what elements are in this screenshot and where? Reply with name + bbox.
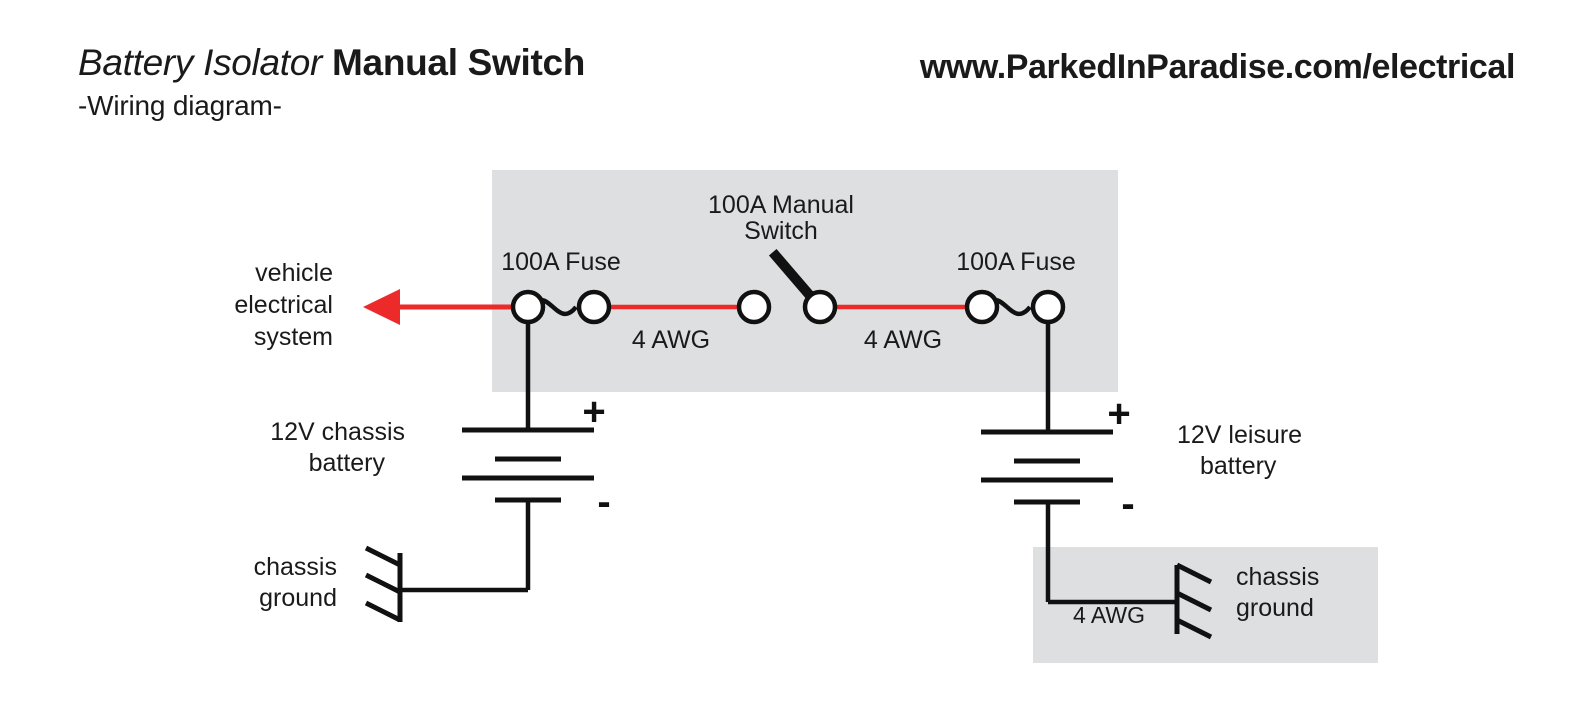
label-gauge-right: 4 AWG [864, 326, 942, 354]
arrow-to-vehicle-load [363, 289, 400, 325]
page-header: Battery Isolator Manual Switch -Wiring d… [0, 0, 1593, 140]
label-battery-left-line2: battery [309, 449, 386, 477]
label-polarity-minus-right: - [1121, 482, 1134, 526]
ground-left-hatch-1 [364, 545, 402, 568]
fuse-left-terminal-in [510, 289, 546, 325]
fuse-right [964, 289, 1066, 325]
fuse-left-terminal-out [576, 289, 612, 325]
label-vehicle-load-line2: electrical [234, 291, 333, 319]
label-switch-line2: Switch [744, 217, 818, 245]
label-battery-right-line1: 12V leisure [1177, 421, 1302, 449]
label-ground-right-line2: ground [1236, 594, 1314, 622]
label-vehicle-load-line1: vehicle [255, 259, 333, 287]
switch-terminal-open [736, 289, 772, 325]
page-title-italic: Battery Isolator [78, 42, 323, 83]
ground-left-hatch-3 [364, 600, 402, 623]
site-url: www.ParkedInParadise.com/electrical [919, 48, 1516, 86]
label-ground-left-line2: ground [259, 584, 337, 612]
ground-right-hatch-2 [1175, 590, 1213, 613]
label-ground-right-line1: chassis [1236, 563, 1319, 591]
label-gauge-ground: 4 AWG [1073, 602, 1145, 628]
page-subtitle: -Wiring diagram- [78, 90, 282, 121]
label-polarity-plus-left: + [582, 390, 605, 434]
manual-switch[interactable] [736, 248, 838, 325]
label-battery-left-line1: 12V chassis [270, 418, 405, 446]
label-gauge-left: 4 AWG [632, 326, 710, 354]
battery-chassis-symbol [462, 427, 594, 503]
fuse-right-terminal-out [1030, 289, 1066, 325]
label-battery-right-line2: battery [1200, 452, 1277, 480]
ground-chassis-left [364, 545, 403, 623]
label-switch-line1: 100A Manual [708, 191, 854, 219]
battery-leisure-symbol [981, 429, 1113, 505]
label-polarity-plus-right: + [1107, 392, 1130, 436]
label-fuse-right: 100A Fuse [956, 248, 1076, 276]
label-polarity-minus-left: - [597, 480, 610, 524]
switch-terminal-pivot [802, 289, 838, 325]
label-vehicle-load-line3: system [254, 323, 333, 351]
ground-right-hatch-3 [1175, 617, 1213, 640]
page-title-bold: Manual Switch [332, 42, 586, 83]
ground-left-hatch-2 [364, 572, 402, 595]
label-fuse-left: 100A Fuse [501, 248, 621, 276]
panel-main-circuit [492, 170, 1118, 392]
ground-chassis-right [1174, 562, 1213, 640]
title-block: Battery Isolator Manual Switch -Wiring d… [78, 40, 585, 124]
page-title: Battery Isolator Manual Switch [78, 40, 585, 86]
label-ground-left-line1: chassis [254, 553, 337, 581]
fuse-right-terminal-in [964, 289, 1000, 325]
ground-right-hatch-1 [1175, 562, 1213, 585]
